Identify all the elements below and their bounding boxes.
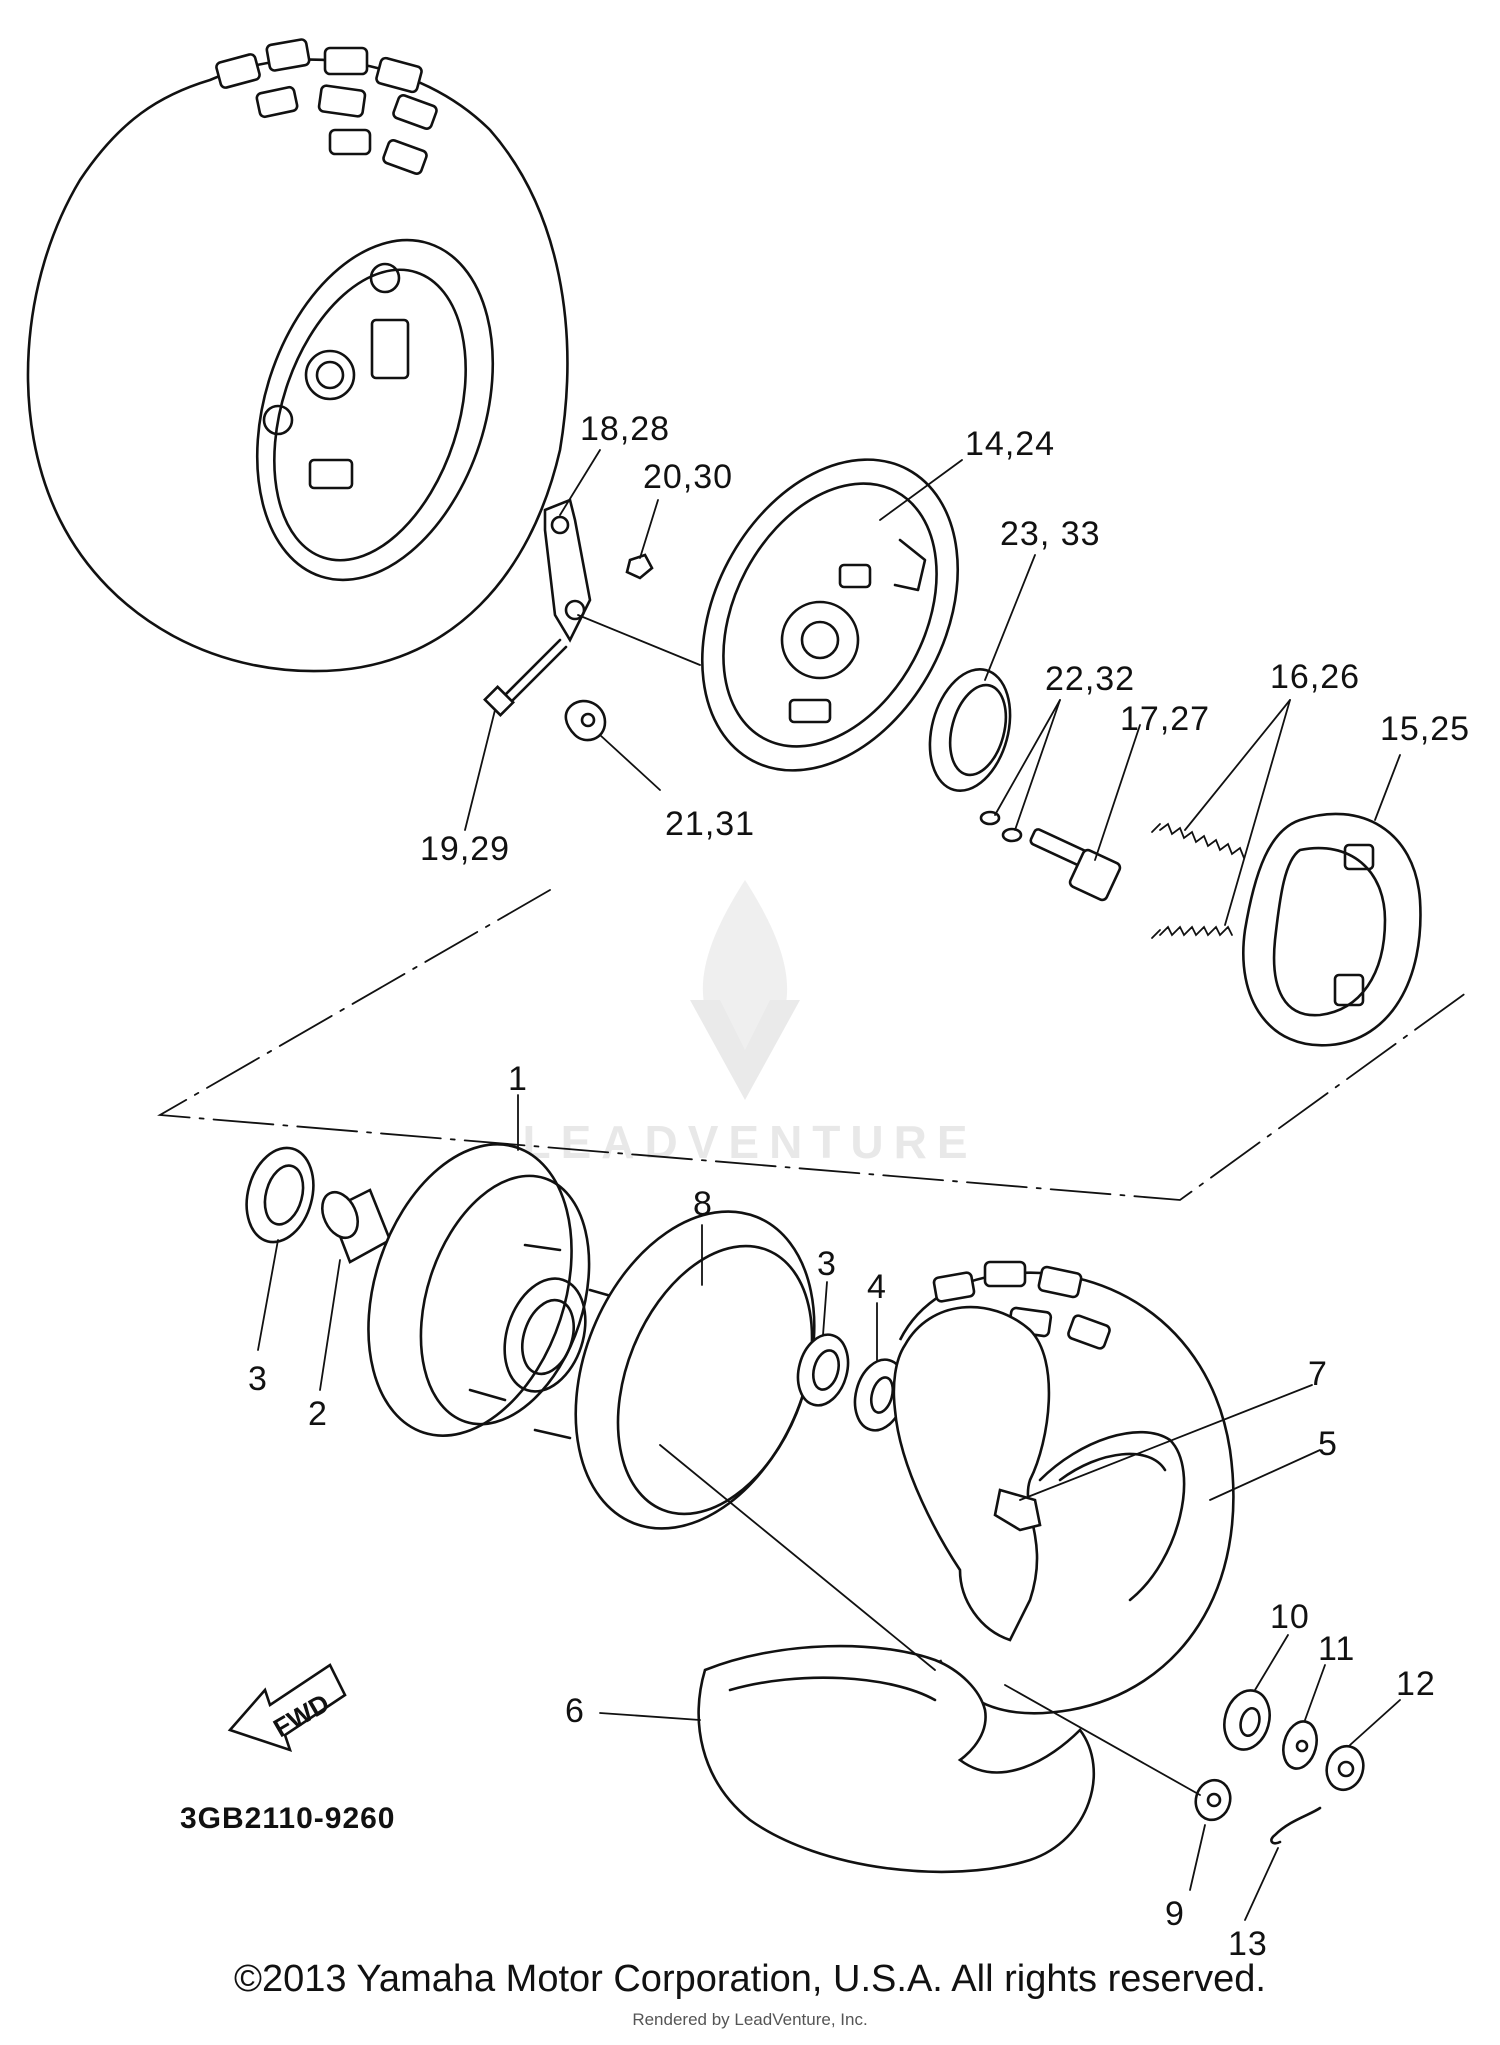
leadventure-watermark: LEADVENTURE (522, 880, 977, 1168)
callout-19-29: 19,29 (420, 830, 510, 868)
callout-6: 6 (565, 1692, 585, 1730)
valve (993, 1488, 1042, 1532)
callout-8: 8 (693, 1185, 713, 1223)
callout-3-left: 3 (248, 1360, 268, 1398)
brake-shoe-plate (700, 458, 960, 772)
callout-3-right: 3 (817, 1245, 837, 1283)
callout-21-31: 21,31 (665, 805, 755, 843)
rim-half-upper (892, 1305, 1051, 1642)
callout-1: 1 (508, 1060, 528, 1098)
callout-5: 5 (1318, 1425, 1338, 1463)
right-bearing (796, 1333, 850, 1407)
callout-13: 13 (1228, 1925, 1268, 1963)
cam-washer (564, 699, 607, 742)
copyright-notice: ©2013 Yamaha Motor Corporation, U.S.A. A… (234, 1958, 1266, 2000)
cam-bolt (483, 638, 568, 717)
assembled-front-wheel (26, 38, 569, 673)
callout-7: 7 (1308, 1355, 1328, 1393)
callout-18-28: 18,28 (580, 410, 670, 448)
lug-nut (1194, 1778, 1232, 1822)
callout-10: 10 (1270, 1598, 1310, 1636)
callout-labels: 18,28 20,30 14,24 23, 33 22,32 16,26 17,… (248, 410, 1470, 1963)
spacer (321, 1188, 392, 1264)
brake-drum-cover (574, 1210, 816, 1530)
left-bearing (245, 1146, 315, 1244)
watermark-text: LEADVENTURE (522, 1116, 977, 1168)
callout-14-24: 14,24 (965, 425, 1055, 463)
callout-11: 11 (1318, 1630, 1355, 1668)
o-rings (979, 810, 1023, 843)
wheel-hub (367, 1143, 627, 1440)
callout-15-25: 15,25 (1380, 710, 1470, 748)
callout-23-33: 23, 33 (1000, 515, 1101, 553)
shoe-springs (1151, 822, 1245, 939)
callout-9: 9 (1165, 1895, 1185, 1933)
callout-12: 12 (1396, 1665, 1436, 1703)
callout-4: 4 (867, 1268, 887, 1306)
callout-22-32: 22,32 (1045, 660, 1135, 698)
brake-shoes (1242, 812, 1422, 1047)
washer (1282, 1720, 1318, 1770)
brake-camshaft (1029, 828, 1122, 902)
rendered-by-credit: Rendered by LeadVenture, Inc. (632, 2010, 868, 2029)
rim-half-lower (697, 1644, 1096, 1874)
callout-2: 2 (308, 1395, 328, 1433)
brake-cam-lever (543, 498, 701, 666)
leader-lines (257, 449, 1401, 1921)
cotter-pin (1270, 1806, 1322, 1845)
castle-nut (1325, 1744, 1365, 1792)
assembly-frame-line (157, 889, 1471, 1201)
tire-tread-knobs (215, 38, 438, 176)
callout-17-27: 17,27 (1120, 700, 1210, 738)
callout-20-30: 20,30 (643, 458, 733, 496)
callout-16-26: 16,26 (1270, 658, 1360, 696)
diagram-part-code: 3GB2110-9260 (180, 1802, 396, 1835)
axle-collar (1223, 1689, 1271, 1751)
cam-nut (625, 553, 654, 580)
forward-arrow: FWD (227, 1663, 347, 1753)
oil-seal (928, 668, 1012, 792)
